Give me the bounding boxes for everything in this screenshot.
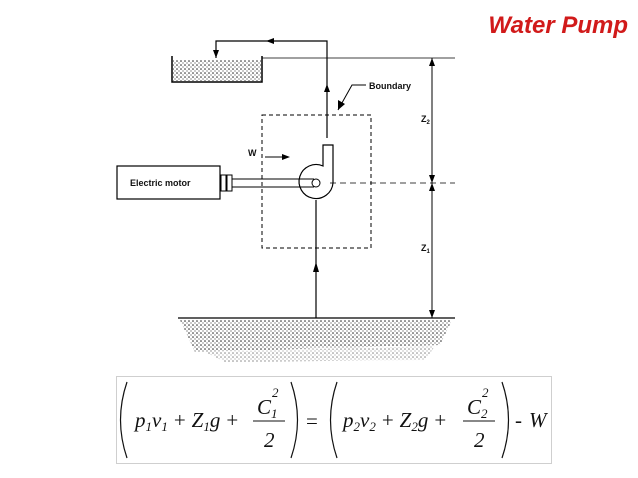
electric-motor (116, 165, 221, 200)
suction-pipe (313, 200, 319, 318)
lhs-fraction-denominator: 2 (264, 428, 275, 452)
slide-title: Water Pump (488, 12, 628, 39)
pump-casing (298, 144, 334, 200)
motor-label: Electric motor (130, 178, 191, 188)
delivery-pipe (213, 38, 330, 138)
upper-tank (171, 56, 263, 83)
rhs-fraction-numerator: C2 (467, 395, 488, 421)
lhs-terms: p1v1+Z1g+ (133, 408, 238, 434)
work-term: W (529, 408, 549, 432)
shaft-coupling (220, 174, 233, 192)
pump-shaft (232, 178, 314, 188)
lhs-exponent: 2 (272, 385, 279, 400)
sump-water (180, 320, 452, 352)
work-arrow (265, 154, 290, 160)
rhs-fraction-denominator: 2 (474, 428, 485, 452)
z1-label: Z1 (421, 243, 431, 255)
minus-sign: - (515, 408, 522, 432)
boundary-leader (337, 84, 366, 111)
energy-equation: p1v1+Z1g+ C1 2 2 = p2v2+Z2g+ C2 2 2 - W (116, 376, 552, 464)
rhs-exponent: 2 (482, 385, 489, 400)
equals-sign: = (306, 409, 318, 433)
boundary-label: Boundary (369, 81, 411, 91)
z2-label: Z2 (421, 114, 431, 126)
rhs-terms: p2v2+Z2g+ (341, 408, 446, 434)
lhs-fraction-numerator: C1 (257, 395, 278, 421)
dimension-line (429, 58, 435, 318)
work-label: W (248, 148, 257, 158)
